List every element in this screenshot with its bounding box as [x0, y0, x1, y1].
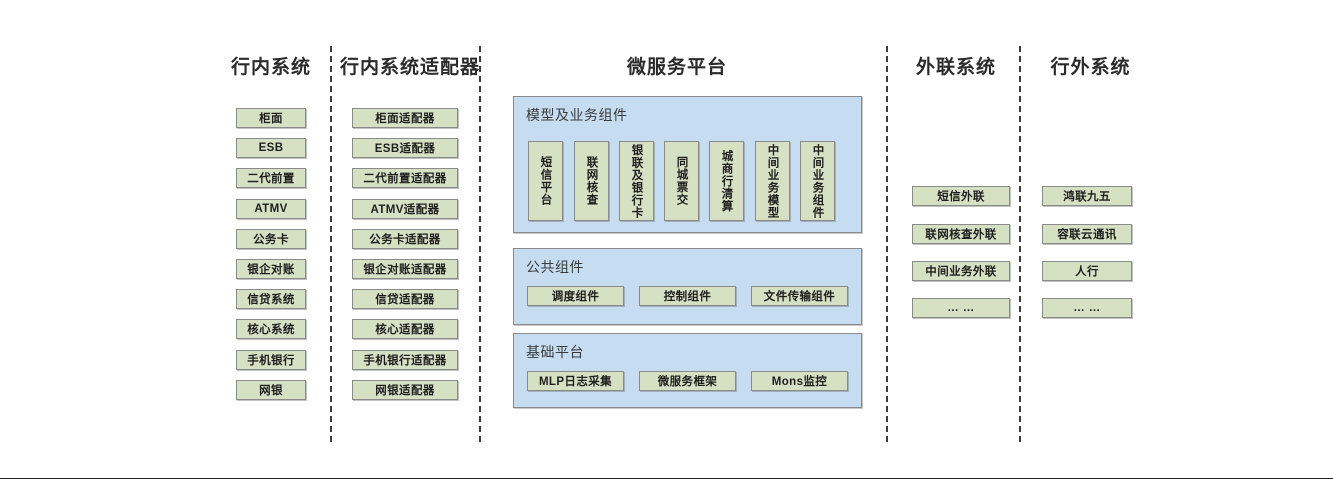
- node-public-0[interactable]: 调度组件: [527, 286, 624, 306]
- node-model-0-label: 短信平台: [539, 156, 552, 206]
- node-internal-3[interactable]: ATMV: [236, 199, 306, 219]
- node-adapter-7[interactable]: 核心适配器: [352, 319, 458, 339]
- panel-title-public-components: 公共组件: [526, 259, 584, 275]
- node-external-2[interactable]: 中间业务外联: [912, 261, 1010, 281]
- column-title-platform: 微服务平台: [626, 57, 727, 78]
- node-public-2[interactable]: 文件传输组件: [751, 286, 848, 306]
- node-adapter-3[interactable]: ATMV适配器: [352, 199, 458, 219]
- divider-4: [1019, 46, 1021, 442]
- node-external-3[interactable]: … …: [912, 298, 1010, 318]
- divider-2: [479, 46, 481, 442]
- node-external-0[interactable]: 短信外联: [912, 186, 1010, 206]
- node-adapter-8[interactable]: 手机银行适配器: [352, 350, 458, 370]
- node-offbank-1[interactable]: 容联云通讯: [1042, 224, 1132, 244]
- column-title-adapter: 行内系统适配器: [339, 57, 480, 78]
- node-model-3-label: 同城票交: [675, 156, 688, 206]
- divider-1: [330, 46, 332, 442]
- node-public-1[interactable]: 控制组件: [639, 286, 736, 306]
- node-internal-9[interactable]: 网银: [236, 380, 306, 400]
- node-internal-4[interactable]: 公务卡: [236, 229, 306, 249]
- panel-title-base-platform: 基础平台: [526, 344, 584, 360]
- node-adapter-0[interactable]: 柜面适配器: [352, 108, 458, 128]
- node-adapter-1[interactable]: ESB适配器: [352, 138, 458, 158]
- node-adapter-5[interactable]: 银企对账适配器: [352, 259, 458, 279]
- node-model-2[interactable]: 银联及银行卡: [619, 141, 654, 221]
- node-adapter-6[interactable]: 信贷适配器: [352, 289, 458, 309]
- node-model-4[interactable]: 城商行清算: [709, 141, 744, 221]
- node-internal-8[interactable]: 手机银行: [236, 350, 306, 370]
- node-base-2[interactable]: Mons监控: [751, 371, 848, 391]
- node-internal-1[interactable]: ESB: [236, 138, 306, 158]
- node-internal-5[interactable]: 银企对账: [236, 259, 306, 279]
- node-internal-2[interactable]: 二代前置: [236, 168, 306, 188]
- panel-title-model-business-components: 模型及业务组件: [526, 107, 628, 123]
- bottom-rule: [0, 478, 1333, 479]
- node-adapter-2[interactable]: 二代前置适配器: [352, 168, 458, 188]
- node-offbank-3[interactable]: … …: [1042, 298, 1132, 318]
- node-model-6-label: 中间业务组件: [811, 143, 824, 219]
- node-offbank-2[interactable]: 人行: [1042, 261, 1132, 281]
- column-title-internal: 行内系统: [230, 57, 311, 78]
- node-offbank-0[interactable]: 鸿联九五: [1042, 186, 1132, 206]
- node-adapter-4[interactable]: 公务卡适配器: [352, 229, 458, 249]
- node-model-6[interactable]: 中间业务组件: [800, 141, 835, 221]
- node-model-0[interactable]: 短信平台: [528, 141, 563, 221]
- node-model-3[interactable]: 同城票交: [664, 141, 699, 221]
- node-adapter-9[interactable]: 网银适配器: [352, 380, 458, 400]
- column-title-offbank: 行外系统: [1050, 57, 1131, 78]
- node-external-1[interactable]: 联网核查外联: [912, 224, 1010, 244]
- node-model-5[interactable]: 中间业务模型: [755, 141, 790, 221]
- node-model-1[interactable]: 联网核查: [574, 141, 609, 221]
- divider-3: [886, 46, 888, 442]
- node-internal-6[interactable]: 信贷系统: [236, 289, 306, 309]
- panel-base-platform: [513, 333, 862, 408]
- node-internal-7[interactable]: 核心系统: [236, 319, 306, 339]
- node-internal-0[interactable]: 柜面: [236, 108, 306, 128]
- node-model-5-label: 中间业务模型: [766, 143, 779, 219]
- column-title-external-link: 外联系统: [915, 57, 996, 78]
- node-base-0[interactable]: MLP日志采集: [527, 371, 624, 391]
- node-base-1[interactable]: 微服务框架: [639, 371, 736, 391]
- node-model-1-label: 联网核查: [585, 156, 598, 206]
- node-model-2-label: 银联及银行卡: [630, 143, 643, 219]
- node-model-4-label: 城商行清算: [720, 149, 733, 213]
